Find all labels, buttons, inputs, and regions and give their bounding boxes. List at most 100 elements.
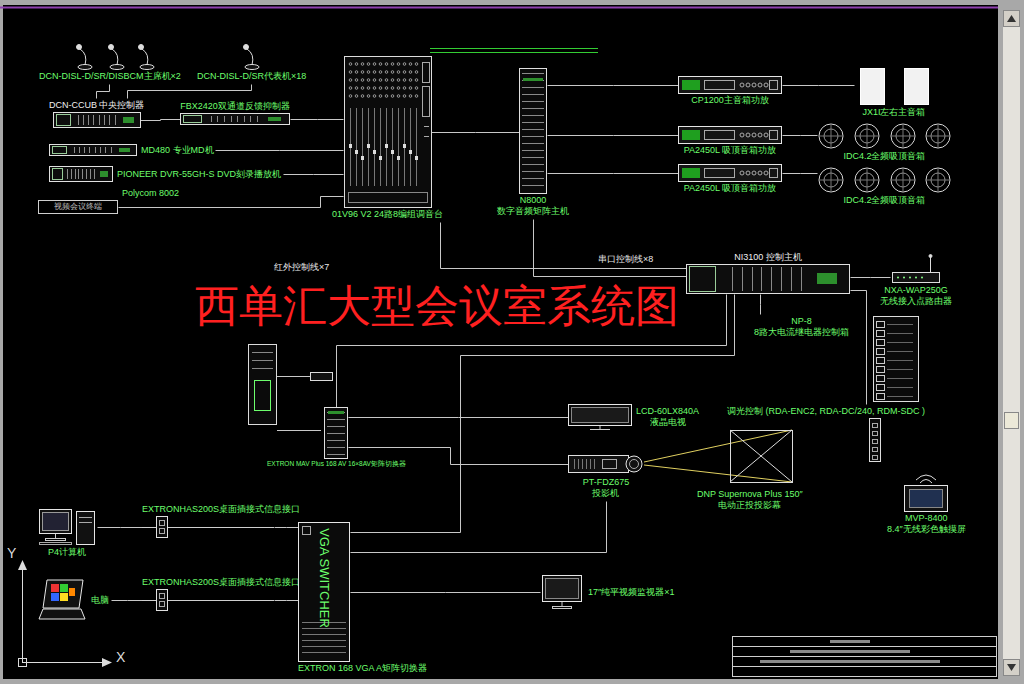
title-block-mark	[830, 640, 870, 643]
icon-part	[105, 147, 106, 153]
device-graphic	[53, 112, 141, 128]
device-graphic	[180, 113, 290, 125]
icon-part	[409, 95, 412, 98]
label-group: P4计算机	[48, 547, 86, 558]
device-icon	[678, 126, 782, 144]
icon-part	[926, 168, 950, 192]
device-label: N8000	[520, 195, 547, 206]
icon-part	[349, 71, 352, 74]
icon-part	[522, 122, 544, 123]
icon-part	[909, 277, 911, 279]
icon-part	[740, 171, 744, 175]
icon-part	[746, 171, 750, 175]
icon-part	[250, 116, 251, 122]
icon-part	[543, 576, 582, 602]
icon-part	[328, 411, 344, 414]
icon-part	[78, 115, 79, 125]
device-graphic	[817, 122, 952, 150]
icon-part	[679, 165, 782, 182]
device-label: PIONEER DVR-55GH-S DVD刻录播放机	[117, 169, 281, 180]
icon-part	[385, 79, 388, 82]
screen-cross	[730, 430, 792, 482]
device-label: EXTRON MAV Plus 168 AV 16×8AV矩阵切换器	[267, 460, 406, 468]
icon-part	[874, 317, 919, 402]
icon-part	[217, 116, 218, 122]
label-group: DCN-DISL-D/SR/DISBCM主席机×2	[39, 71, 181, 82]
device-label: FBX2420双通道反馈抑制器	[180, 101, 290, 112]
device-icon	[37, 578, 87, 622]
rule-line	[430, 52, 598, 53]
icon-part	[349, 144, 352, 148]
icon-part	[367, 144, 370, 148]
label-group: JX1I左右主音箱	[862, 107, 925, 118]
device-label: IDC4.2全频吸顶音箱	[843, 195, 925, 206]
icon-part	[53, 147, 67, 154]
signal-wire	[783, 173, 818, 174]
device-graphic	[49, 144, 137, 156]
icon-part	[367, 95, 370, 98]
device-icon	[49, 144, 137, 156]
icon-part	[115, 115, 116, 125]
device-label: MVP-8400	[905, 513, 948, 524]
icon-part	[873, 448, 878, 452]
icon-part	[764, 133, 768, 137]
icon-part	[344, 57, 431, 208]
icon-part	[752, 171, 756, 175]
icon-part	[379, 71, 382, 74]
icon-part	[915, 277, 917, 279]
icon-part	[181, 114, 290, 125]
device-icon	[869, 418, 881, 462]
icon-part	[184, 116, 202, 123]
icon-part	[391, 95, 394, 98]
main-speaker: JX1I左右主音箱	[852, 66, 936, 120]
icon-part	[108, 45, 113, 50]
icon-part	[373, 95, 376, 98]
icon-part	[887, 396, 913, 397]
device-graphic	[37, 578, 87, 622]
icon-part	[355, 95, 358, 98]
device-graphic	[817, 166, 952, 194]
device-icon	[180, 113, 290, 125]
icon-part	[93, 115, 94, 125]
device-label: NI3100 控制主机	[734, 252, 802, 263]
icon-part	[887, 324, 913, 325]
icon-part	[373, 150, 376, 154]
icon-part	[397, 95, 400, 98]
icon-part	[522, 157, 544, 158]
label-group: PT-FDZ675投影机	[583, 477, 630, 499]
device-icon	[324, 407, 348, 459]
icon-part	[237, 116, 238, 122]
icon-part	[817, 273, 837, 284]
ceiling-speaker: IDC4.2全频吸顶音箱	[815, 164, 954, 208]
signal-wire	[141, 120, 181, 121]
icon-part	[415, 95, 418, 98]
icon-part	[391, 71, 394, 74]
icon-part	[355, 71, 358, 74]
device-icon	[232, 42, 272, 70]
icon-part	[732, 267, 733, 291]
icon-part	[69, 588, 75, 596]
icon-part	[51, 593, 59, 601]
icon-part	[168, 600, 274, 601]
icon-part	[397, 63, 400, 66]
device-label: DCN-DISL-D/SR/DISBCM主席机×2	[39, 71, 181, 82]
icon-part	[877, 385, 885, 391]
ceiling-speaker: IDC4.2全频吸顶音箱	[815, 120, 954, 164]
icon-part	[142, 527, 156, 528]
icon-part	[361, 87, 364, 90]
label-group: MD480 专业MD机	[141, 145, 214, 156]
label-group: N8000数字音频矩阵主机	[497, 195, 569, 217]
dimmer-control: 调光控制 (RDA-ENC2, RDA-DC/240, RDM-SDC )	[725, 404, 927, 464]
dvd-extender	[249, 345, 333, 431]
device-graphic	[55, 42, 165, 70]
title-block-rule	[732, 646, 996, 647]
axis-line	[22, 662, 104, 663]
icon-part	[268, 117, 281, 121]
projection-screen	[644, 430, 793, 483]
icon-part	[350, 108, 351, 186]
icon-part	[679, 127, 782, 144]
device-icon	[568, 452, 644, 476]
icon-part	[302, 640, 346, 641]
icon-part	[94, 169, 95, 179]
icon-part	[569, 405, 632, 426]
